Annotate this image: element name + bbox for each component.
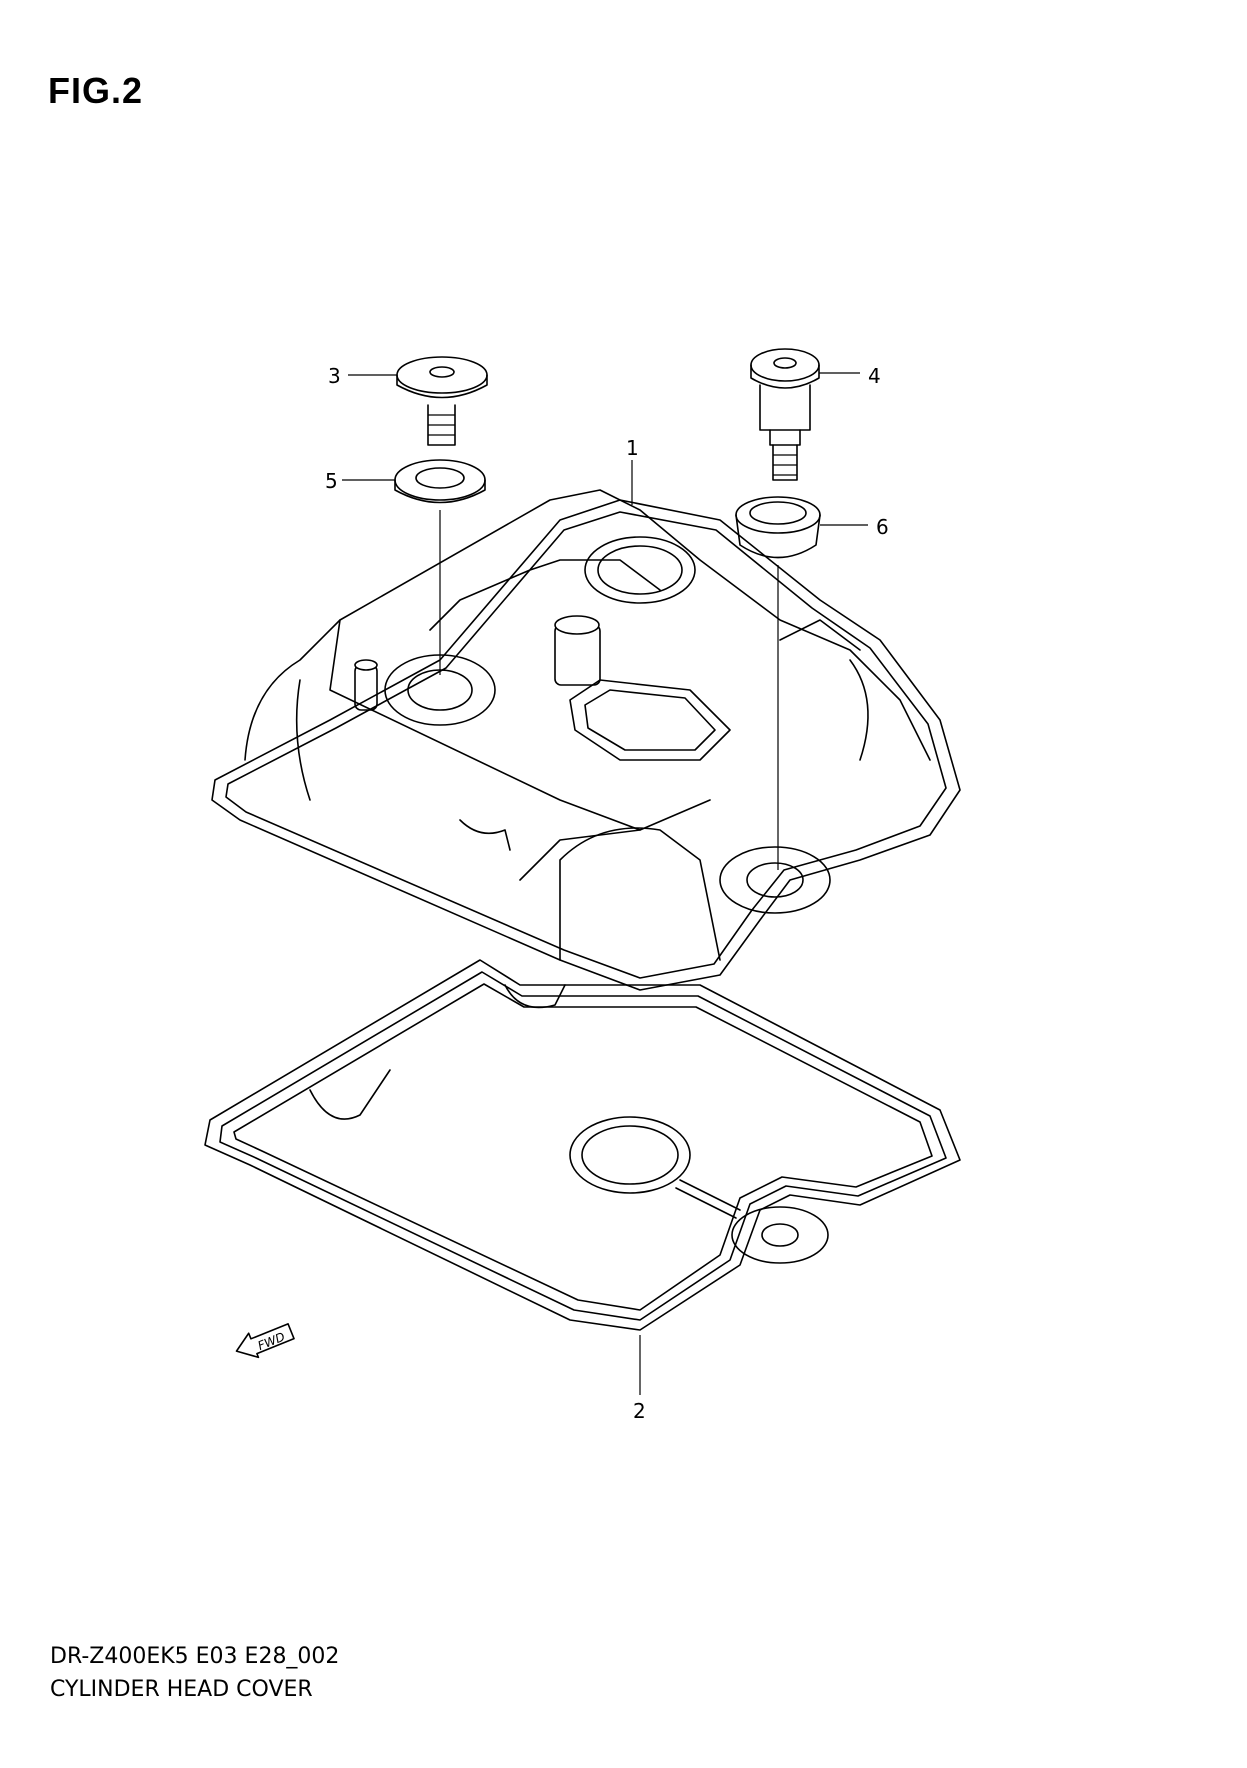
callout-4: 4	[868, 364, 881, 388]
washer-5[interactable]	[394, 459, 486, 504]
callout-1: 1	[626, 436, 639, 460]
figure-title: FIG.2	[48, 70, 144, 111]
grommet-6[interactable]	[735, 496, 821, 559]
drawing-name: CYLINDER HEAD COVER	[50, 1677, 313, 1702]
cylinder-head-cover[interactable]	[211, 489, 961, 991]
drawing-code: DR-Z400EK5 E03 E28_002	[50, 1644, 340, 1669]
cylinder-head-cover-gasket[interactable]	[204, 959, 961, 1331]
arrow-fwd-icon: FWD	[235, 1323, 295, 1359]
callout-2: 2	[633, 1399, 646, 1423]
bolt-4[interactable]	[750, 348, 820, 481]
fwd-label: FWD	[256, 1330, 287, 1353]
callout-3: 3	[328, 364, 341, 388]
bolt-3[interactable]	[396, 356, 488, 446]
callout-6: 6	[876, 515, 889, 539]
drawing-footer: DR-Z400EK5 E03 E28_002 CYLINDER HEAD COV…	[50, 1640, 339, 1706]
callout-5: 5	[325, 469, 338, 493]
